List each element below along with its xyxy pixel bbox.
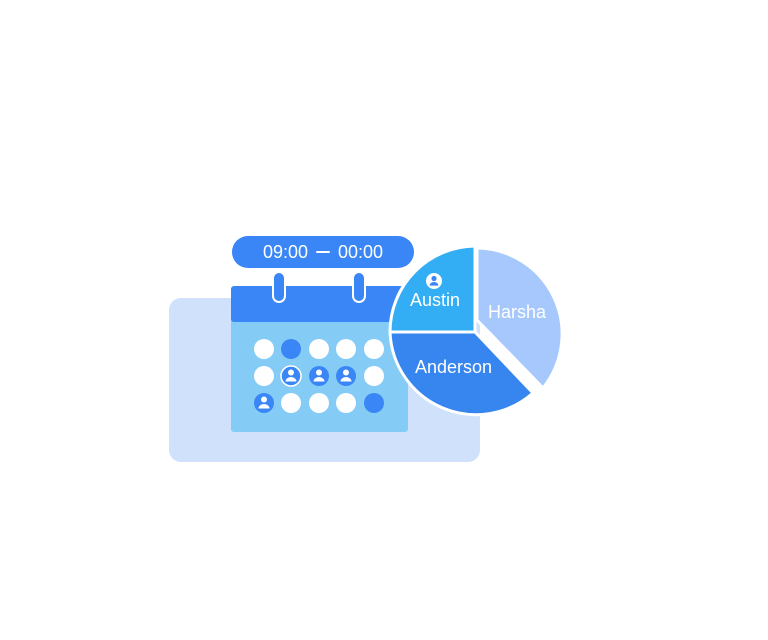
calendar-day-avatar — [254, 393, 274, 413]
calendar-day — [336, 393, 356, 413]
calendar-day — [254, 366, 274, 386]
calendar-day — [254, 339, 274, 359]
time-range-pill: 09:00 00:00 — [232, 236, 414, 268]
calendar-day — [364, 366, 384, 386]
calendar-day — [336, 339, 356, 359]
participant-label-harsha: Harsha — [488, 302, 547, 322]
pie-slice-anderson — [388, 330, 535, 417]
calendar-day-avatar — [336, 366, 356, 386]
participant-label-anderson: Anderson — [415, 357, 493, 377]
participants-pie — [388, 244, 564, 417]
start-time: 09:00 — [262, 241, 308, 262]
calendar-day — [309, 339, 329, 359]
calendar-grid — [254, 339, 384, 413]
calendar-day-avatar — [309, 366, 329, 386]
pie-slice-harsha — [475, 246, 564, 390]
calendar-day — [309, 393, 329, 413]
time-range-dash — [316, 251, 330, 253]
pie-slice-austin — [388, 244, 477, 334]
user-icon — [426, 273, 442, 289]
calendar-day-booked — [364, 393, 384, 413]
end-time: 00:00 — [338, 241, 384, 262]
calendar-day — [281, 393, 301, 413]
calendar-day — [364, 339, 384, 359]
calendar-header — [231, 286, 408, 322]
calendar-day-avatar — [280, 365, 302, 387]
calendar-day-booked — [281, 339, 301, 359]
calendar-rings — [272, 271, 366, 303]
participant-label-austin: Austin — [410, 290, 461, 310]
